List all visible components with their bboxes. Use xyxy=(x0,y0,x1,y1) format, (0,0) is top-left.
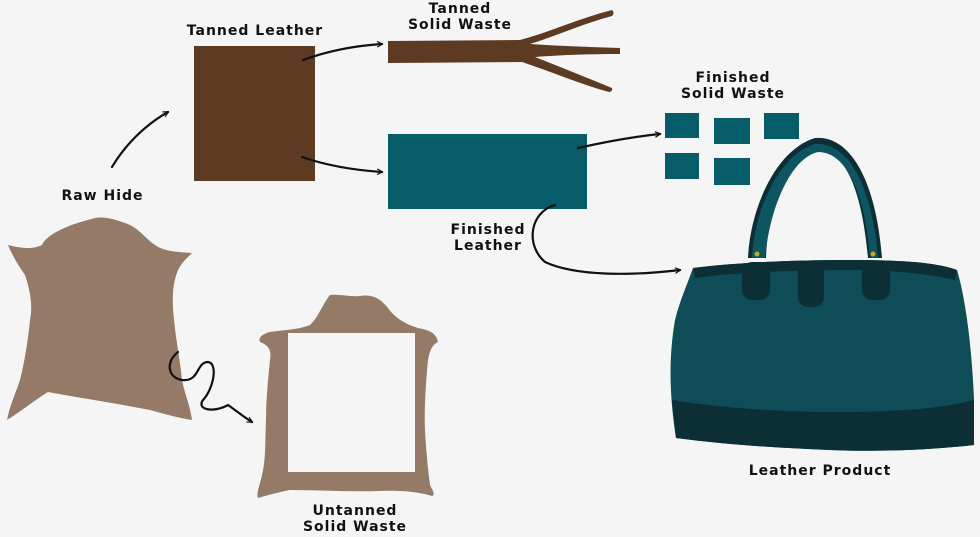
label-raw-hide: Raw Hide xyxy=(61,188,144,204)
label-tanned-leather: Tanned Leather xyxy=(186,23,324,39)
arrow-tanned-to-finished xyxy=(300,155,384,175)
arrow-raw-to-tanned xyxy=(110,110,170,169)
finished-leather-block xyxy=(388,134,587,209)
label-finished-leather: Finished Leather xyxy=(438,222,538,254)
label-tanned-solid-waste-line1: Tanned xyxy=(428,1,492,17)
label-tanned-solid-waste: Tanned Solid Waste xyxy=(395,1,525,33)
finished-waste-squares xyxy=(665,113,799,185)
label-finished-solid-waste-line2: Solid Waste xyxy=(680,86,786,102)
raw-hide-shape xyxy=(7,217,192,420)
label-untanned-solid-waste: Untanned Solid Waste xyxy=(290,503,420,535)
label-untanned-solid-waste-line1: Untanned xyxy=(312,503,398,519)
label-leather-product: Leather Product xyxy=(748,463,892,479)
label-finished-leather-line2: Leather xyxy=(454,238,522,254)
flow-arrows xyxy=(110,40,682,424)
label-finished-solid-waste-line1: Finished xyxy=(695,70,771,86)
label-finished-leather-line1: Finished xyxy=(450,222,526,238)
arrow-tanned-to-waste xyxy=(301,40,384,62)
tanned-waste-strip xyxy=(388,10,620,92)
label-untanned-solid-waste-line2: Solid Waste xyxy=(302,519,408,535)
untanned-waste-shape xyxy=(257,294,438,498)
label-finished-solid-waste: Finished Solid Waste xyxy=(668,70,798,102)
arrow-finished-to-product xyxy=(531,203,682,275)
label-tanned-solid-waste-line2: Solid Waste xyxy=(407,17,513,33)
leather-bag xyxy=(670,137,974,451)
arrow-raw-to-untanned xyxy=(168,350,254,424)
arrow-finished-to-waste-squares xyxy=(576,131,662,150)
tanned-leather-block xyxy=(194,46,315,181)
